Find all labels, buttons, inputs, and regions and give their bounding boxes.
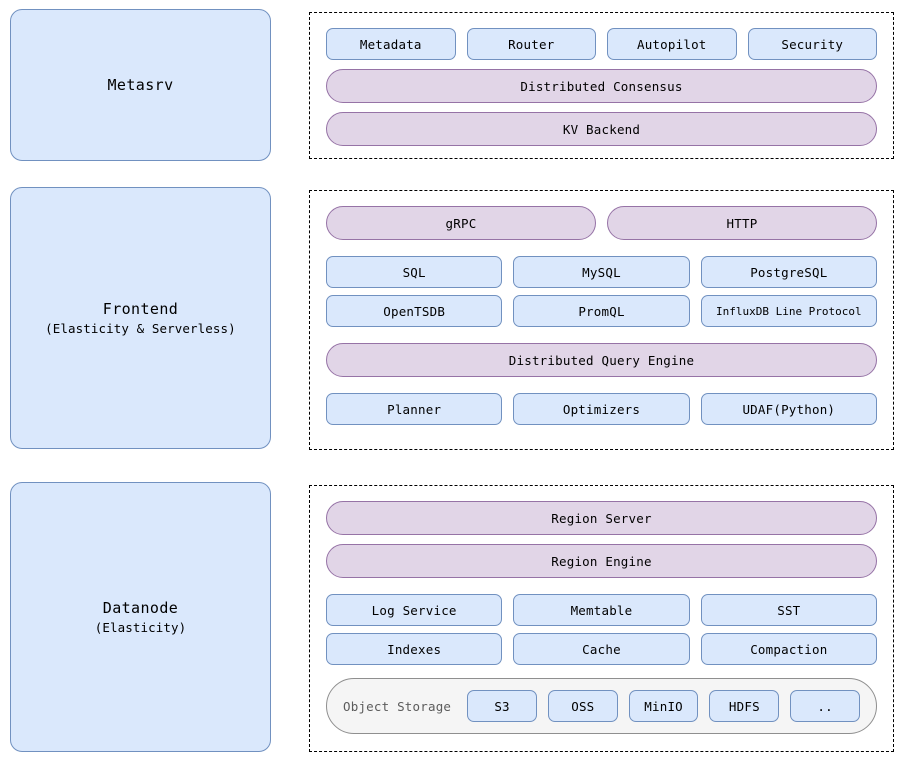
node-panel-metasrv-title: Metasrv — [107, 76, 174, 94]
node-panel-frontend-title: Frontend — [102, 299, 179, 318]
node-panel-datanode: Datanode (Elasticity) — [10, 482, 271, 752]
box-memtable[interactable]: Memtable — [513, 594, 690, 626]
section-metasrv: Metadata Router Autopilot Security Distr… — [309, 12, 894, 159]
box-influxdb-line-protocol[interactable]: InfluxDB Line Protocol — [700, 295, 877, 327]
box-minio[interactable]: MinIO — [628, 690, 699, 722]
box-s3[interactable]: S3 — [467, 690, 537, 722]
box-region-engine[interactable]: Region Engine — [326, 544, 877, 578]
node-panel-frontend: Frontend (Elasticity & Serverless) — [10, 187, 271, 449]
box-opentsdb[interactable]: OpenTSDB — [326, 295, 503, 327]
box-distributed-query-engine[interactable]: Distributed Query Engine — [326, 343, 877, 377]
box-postgresql[interactable]: PostgreSQL — [700, 256, 877, 288]
node-panel-datanode-subtitle: (Elasticity) — [94, 619, 187, 635]
datanode-region-engine-row: Region Engine — [326, 544, 877, 578]
box-kv-backend[interactable]: KV Backend — [326, 112, 877, 146]
box-more[interactable]: .. — [790, 690, 860, 722]
box-sst[interactable]: SST — [700, 594, 877, 626]
box-security[interactable]: Security — [747, 28, 877, 60]
section-frontend: gRPC HTTP SQL MySQL PostgreSQL OpenTSDB … — [309, 190, 894, 450]
frontend-dialects-row-2: OpenTSDB PromQL InfluxDB Line Protocol — [326, 295, 877, 327]
box-http[interactable]: HTTP — [607, 206, 877, 240]
box-oss[interactable]: OSS — [547, 690, 618, 722]
datanode-storage-row-1: Log Service Memtable SST — [326, 594, 877, 626]
box-distributed-consensus[interactable]: Distributed Consensus — [326, 69, 877, 103]
box-optimizers[interactable]: Optimizers — [513, 393, 690, 425]
box-mysql[interactable]: MySQL — [513, 256, 690, 288]
node-panel-metasrv: Metasrv — [10, 9, 271, 161]
frontend-dialects-row-1: SQL MySQL PostgreSQL — [326, 256, 877, 288]
box-planner[interactable]: Planner — [326, 393, 503, 425]
box-metadata[interactable]: Metadata — [326, 28, 456, 60]
box-sql[interactable]: SQL — [326, 256, 503, 288]
metasrv-components-row: Metadata Router Autopilot Security — [326, 28, 877, 60]
datanode-region-server-row: Region Server — [326, 501, 877, 535]
box-log-service[interactable]: Log Service — [326, 594, 503, 626]
box-indexes[interactable]: Indexes — [326, 633, 503, 665]
object-storage-strip: Object Storage S3 OSS MinIO HDFS .. — [326, 678, 877, 734]
metasrv-kv-row: KV Backend — [326, 112, 877, 146]
box-region-server[interactable]: Region Server — [326, 501, 877, 535]
frontend-protocols-row: gRPC HTTP — [326, 206, 877, 240]
box-grpc[interactable]: gRPC — [326, 206, 596, 240]
node-panel-frontend-subtitle: (Elasticity & Serverless) — [45, 320, 236, 336]
box-cache[interactable]: Cache — [513, 633, 690, 665]
box-autopilot[interactable]: Autopilot — [607, 28, 737, 60]
frontend-engine-row: Planner Optimizers UDAF(Python) — [326, 393, 877, 425]
box-router[interactable]: Router — [466, 28, 596, 60]
box-compaction[interactable]: Compaction — [700, 633, 877, 665]
section-datanode: Region Server Region Engine Log Service … — [309, 485, 894, 752]
frontend-query-engine-row: Distributed Query Engine — [326, 343, 877, 377]
metasrv-consensus-row: Distributed Consensus — [326, 69, 877, 103]
box-hdfs[interactable]: HDFS — [709, 690, 780, 722]
object-storage-label: Object Storage — [343, 698, 452, 714]
node-panel-datanode-title: Datanode — [102, 598, 179, 617]
datanode-storage-row-2: Indexes Cache Compaction — [326, 633, 877, 665]
box-promql[interactable]: PromQL — [513, 295, 690, 327]
box-udaf-python[interactable]: UDAF(Python) — [700, 393, 877, 425]
